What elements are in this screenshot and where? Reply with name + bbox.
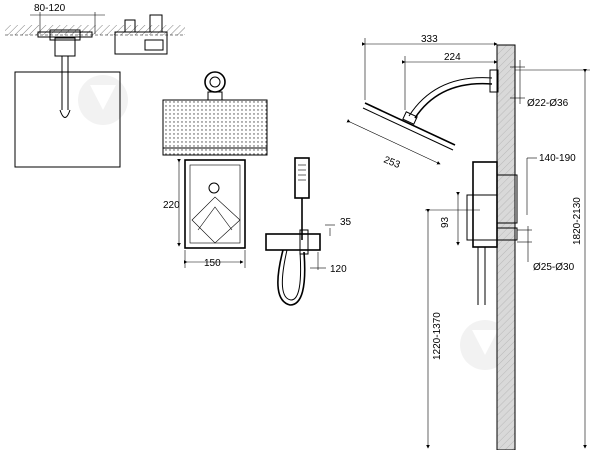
dim-arm-length: 224 (444, 52, 461, 63)
dim-outlet-height: 1220-1370 (432, 312, 443, 360)
mixer-panel: 220 150 (163, 159, 246, 269)
dim-pipe-diameter: Ø22-Ø36 (527, 98, 569, 109)
hand-shower: 35 120 (265, 157, 352, 306)
rain-shower-head (162, 71, 268, 156)
dim-head-size: 253 (382, 155, 402, 172)
dim-panel-height: 220 (163, 200, 180, 211)
wall-mount-plan-view: 80-120 (5, 3, 185, 168)
dim-outlet-diameter: Ø25-Ø30 (533, 262, 575, 273)
dim-handle-height: 120 (330, 264, 347, 275)
shower-arm-side-view: 333 224 Ø22-Ø36 253 (346, 34, 569, 172)
dim-handle-width: 35 (340, 217, 352, 228)
dim-valve-offset: 93 (440, 216, 451, 228)
mixer-valve-side-view: 140-190 93 Ø25-Ø30 (440, 153, 576, 305)
dim-arm-reach: 333 (421, 34, 438, 45)
watermark-icon (78, 75, 128, 125)
wall-section (496, 44, 516, 451)
dim-wall-depth: 80-120 (34, 3, 66, 14)
dim-panel-width: 150 (204, 258, 221, 269)
height-dimensions: 1220-1370 1820-2130 (425, 69, 590, 449)
dim-mixer-offset: 140-190 (539, 153, 576, 164)
dim-head-height: 1820-2130 (572, 197, 583, 245)
